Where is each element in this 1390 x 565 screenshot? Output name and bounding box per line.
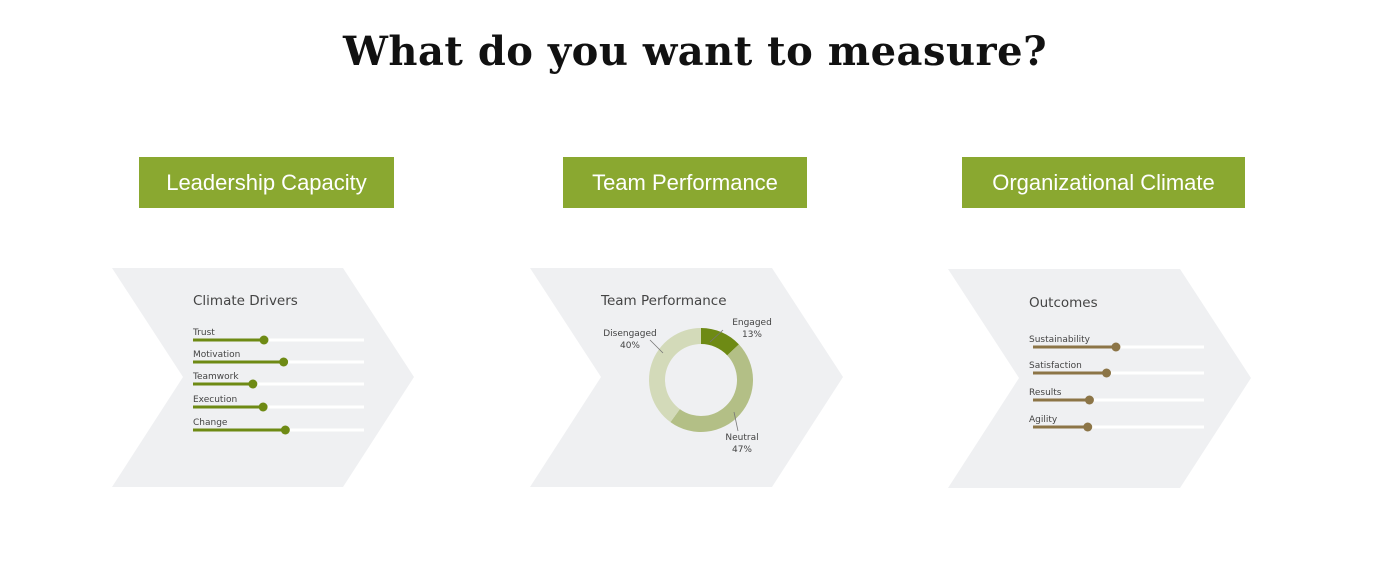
- slider-label: Trust: [192, 328, 215, 338]
- chevron-shape: [948, 269, 1251, 488]
- slider-handle[interactable]: [280, 425, 290, 435]
- slider-handle[interactable]: [1083, 422, 1093, 432]
- leadership-capacity-button[interactable]: Leadership Capacity: [139, 157, 394, 208]
- page-title: What do you want to measure?: [343, 28, 1047, 75]
- segment-percent: 13%: [742, 330, 762, 340]
- slider-label: Execution: [193, 395, 237, 405]
- team-performance-card: Team Performance Engaged 13% Neutral 47% Dis…: [530, 268, 843, 487]
- chevron-shape: [530, 268, 843, 487]
- segment-label: Neutral: [725, 433, 758, 443]
- chevron-shape: [112, 268, 414, 487]
- card-title: Outcomes: [1029, 295, 1098, 311]
- slider-label: Teamwork: [192, 372, 239, 382]
- leader-line: [709, 329, 724, 343]
- card-title: Climate Drivers: [193, 293, 298, 309]
- outcomes-card: Outcomes SustainabilitySatisfactionResul…: [948, 269, 1251, 488]
- leader-line: [733, 411, 739, 432]
- slider-label: Satisfaction: [1029, 361, 1082, 371]
- slider-handle[interactable]: [1102, 368, 1112, 378]
- slider-label: Change: [193, 418, 228, 428]
- slider-handle[interactable]: [1111, 342, 1121, 352]
- organizational-climate-button[interactable]: Organizational Climate: [962, 157, 1245, 208]
- card-title: Team Performance: [600, 293, 727, 309]
- slider-label: Sustainability: [1029, 335, 1091, 345]
- climate-drivers-card: Climate Drivers TrustMotivationTeamworkE…: [112, 268, 414, 487]
- slider-handle[interactable]: [1084, 395, 1094, 405]
- slider-handle[interactable]: [279, 357, 289, 367]
- slider-handle[interactable]: [248, 379, 258, 389]
- slider-label: Results: [1029, 388, 1062, 398]
- donut-segment-neutral: [670, 344, 753, 432]
- slider-label: Agility: [1029, 415, 1058, 425]
- segment-percent: 40%: [620, 341, 640, 351]
- segment-percent: 47%: [732, 445, 752, 455]
- segment-label: Engaged: [732, 318, 772, 328]
- slider-label: Motivation: [193, 350, 240, 360]
- team-performance-button[interactable]: Team Performance: [563, 157, 807, 208]
- slider-handle[interactable]: [258, 402, 268, 412]
- donut-segment-engaged: [701, 328, 739, 356]
- segment-label: Disengaged: [603, 329, 657, 339]
- leader-line: [649, 339, 664, 354]
- slider-handle[interactable]: [259, 335, 269, 345]
